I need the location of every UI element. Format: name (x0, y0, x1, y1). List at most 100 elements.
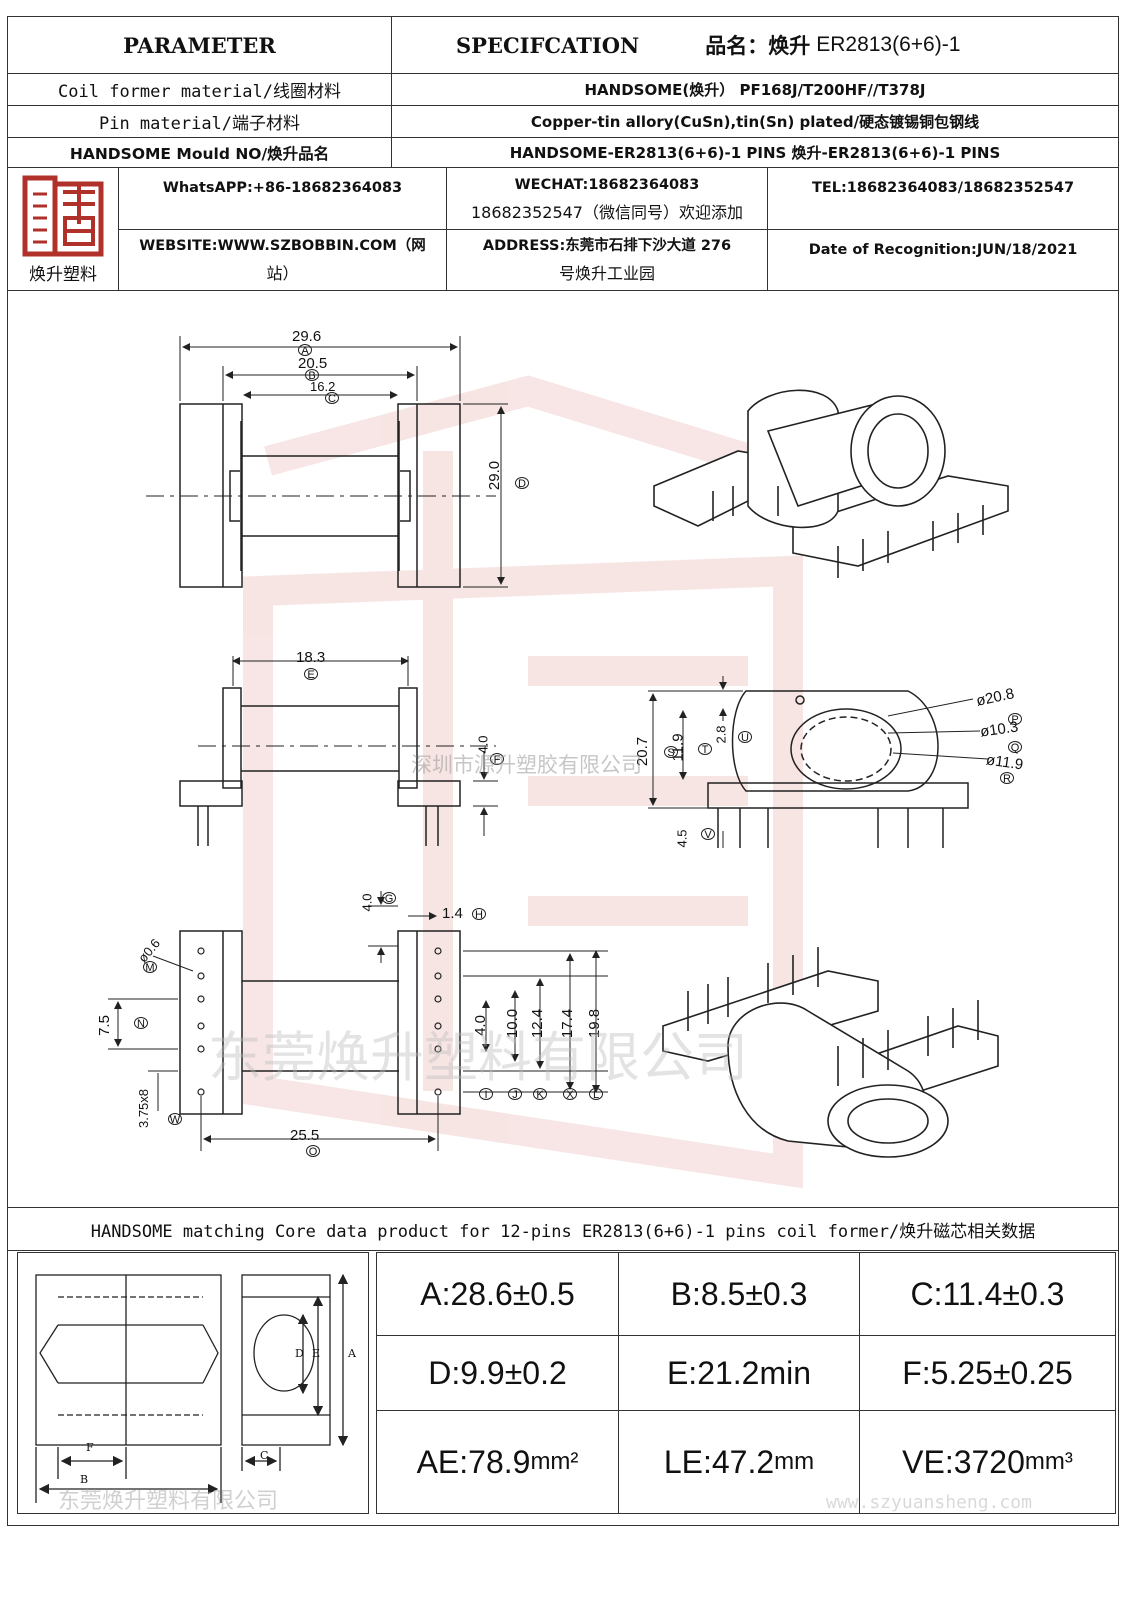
website-line2: 站） (266, 264, 299, 283)
core-value: AE:78.9 (416, 1443, 531, 1480)
website-cell: WEBSITE:WWW.SZBOBBIN.COM（网 站） (118, 229, 447, 291)
drawing-area: 29.6 20.5 16.2 29.0 18.3 4.0 20.7 11.9 2… (7, 290, 1119, 1208)
marker-q: Q (1008, 741, 1022, 754)
dim-top-labels: 29.6 20.5 16.2 29.0 18.3 4.0 20.7 11.9 2… (8, 291, 1120, 1209)
product-name-value: ER2813(6+6)-1 (816, 33, 961, 56)
side-view (179, 656, 498, 846)
handsome-logo-icon (22, 175, 104, 256)
core-label-b: B (80, 1473, 89, 1486)
whatsapp-cell: WhatsAPP:+86-18682364083 (118, 167, 447, 230)
website-line1: WEBSITE:WWW.SZBOBBIN.COM（网 (139, 238, 426, 254)
core-value: B:8.5±0.3 (670, 1275, 808, 1312)
marker-p: P (1008, 713, 1022, 726)
marker-w: W (168, 1113, 182, 1126)
spec-value-text: HANDSOME(焕升） PF168J/T200HF//T378J (584, 81, 926, 99)
core-value: LE:47.2 (663, 1443, 775, 1480)
core-cell-a: A:28.6±0.5 (376, 1252, 619, 1336)
wechat-line2: 18682352547（微信同号）欢迎添加 (471, 202, 743, 222)
front-view (648, 676, 989, 848)
marker-u: U (738, 731, 752, 744)
marker-o: O (306, 1145, 320, 1158)
parameter-header: PARAMETER (7, 16, 392, 74)
top-view (146, 336, 508, 588)
logo-caption: 焕升塑料 (29, 264, 97, 285)
tel-text: TEL:18682364083/18682352547 (811, 180, 1075, 196)
dim-a: 29.6 (292, 328, 322, 345)
spec-label-text: HANDSOME Mould NO/焕升品名 (69, 144, 330, 163)
marker-m: M (143, 961, 157, 974)
watermark-center: 深圳市源升塑胶有限公司 (411, 753, 642, 777)
core-cell-c: C:11.4±0.3 (859, 1252, 1116, 1336)
dim-o: 25.5 (290, 1127, 320, 1144)
watermark-logo-icon (243, 375, 803, 1189)
dim-e: 18.3 (296, 649, 326, 666)
specification-header-text: SPECIFCATION (456, 32, 640, 58)
marker-j: J (508, 1088, 522, 1101)
core-data-grid: A:28.6±0.5 B:8.5±0.3 C:11.4±0.3 D:9.9±0.… (376, 1252, 1116, 1514)
dim-h: 1.4 (442, 905, 463, 922)
marker-i: I (479, 1088, 493, 1101)
iso-view-top (653, 389, 1009, 578)
watermark-footer-left: 东莞焕升塑料有限公司 (58, 1489, 279, 1514)
core-unit: mm (774, 1448, 815, 1475)
technical-drawing (108, 336, 1009, 1189)
marker-f: F (490, 753, 504, 766)
product-name-label: 品名：焕升 (705, 34, 811, 58)
address-line1: ADDRESS:东莞市石排下沙大道 276 (482, 238, 732, 254)
marker-a: A (298, 344, 312, 357)
marker-n: N (134, 1017, 148, 1030)
marker-g: G (382, 892, 396, 905)
core-label-f: F (86, 1441, 94, 1454)
marker-x: X (563, 1088, 577, 1101)
spec-row-0-label: Coil former material/线圈材料 (7, 73, 392, 106)
marker-l: L (589, 1088, 603, 1101)
core-data-title-text: HANDSOME matching Core data product for … (90, 1221, 1036, 1242)
date-cell: Date of Recognition:JUN/18/2021 (767, 229, 1119, 291)
marker-d: D (515, 477, 529, 490)
core-value: C:11.4±0.3 (910, 1275, 1065, 1312)
dim-letter-markers: A B C D E F S T U V P Q R G H M N W I J … (8, 291, 1120, 1209)
whatsapp-text: WhatsAPP:+86-18682364083 (162, 180, 403, 196)
core-diagram: F B C D E A 东莞焕升塑料有限公司 (17, 1252, 369, 1514)
wechat-line1: WECHAT:18682364083 (514, 176, 700, 193)
marker-e: E (304, 668, 318, 681)
marker-b: B (305, 369, 319, 382)
spec-row-1-label: Pin material/端子材料 (7, 105, 392, 138)
marker-k: K (533, 1088, 547, 1101)
spec-row-2-value: HANDSOME-ER2813(6+6)-1 PINS 焕升-ER2813(6+… (391, 137, 1119, 168)
specification-header: SPECIFCATION 品名：焕升 ER2813(6+6)-1 (391, 16, 1119, 74)
spec-row-0-value: HANDSOME(焕升） PF168J/T200HF//T378J (391, 73, 1119, 106)
core-shape-drawing (35, 1273, 349, 1503)
dim-c: 16.2 (310, 379, 336, 394)
core-data-title: HANDSOME matching Core data product for … (7, 1207, 1119, 1251)
spec-row-2-label: HANDSOME Mould NO/焕升品名 (7, 137, 392, 168)
marker-t: T (698, 743, 712, 756)
address-line2: 号焕升工业园 (558, 264, 655, 283)
core-value: F:5.25±0.25 (902, 1354, 1073, 1391)
marker-h: H (472, 908, 486, 921)
spec-value-text: HANDSOME-ER2813(6+6)-1 PINS 焕升-ER2813(6+… (509, 144, 1001, 162)
core-value: A:28.6±0.5 (420, 1275, 575, 1312)
core-value: E:21.2min (666, 1354, 812, 1391)
marker-c: C (325, 392, 339, 405)
bottom-view (108, 891, 608, 1151)
parameter-header-text: PARAMETER (123, 32, 276, 58)
watermark-bottom-large: 东莞焕升塑料有限公司 (208, 1026, 748, 1089)
core-unit: mm² (530, 1448, 579, 1475)
iso-view-bottom (662, 947, 999, 1158)
marker-s: S (664, 746, 678, 759)
core-label-a: A (348, 1347, 356, 1360)
core-label-e: E (312, 1347, 321, 1360)
core-value: VE:3720 (902, 1443, 1025, 1480)
address-cell: ADDRESS:东莞市石排下沙大道 276 号焕升工业园 (446, 229, 768, 291)
wechat-cell: WECHAT:18682364083 18682352547（微信同号）欢迎添加 (446, 167, 768, 230)
core-value: D:9.9±0.2 (428, 1354, 567, 1391)
spec-row-1-value: Copper-tin allory(CuSn),tin(Sn) plated/硬… (391, 105, 1119, 138)
core-cell-e: E:21.2min (618, 1335, 860, 1411)
core-unit: mm³ (1024, 1448, 1073, 1475)
core-label-d: D (295, 1347, 304, 1360)
core-label-c: C (260, 1449, 269, 1462)
